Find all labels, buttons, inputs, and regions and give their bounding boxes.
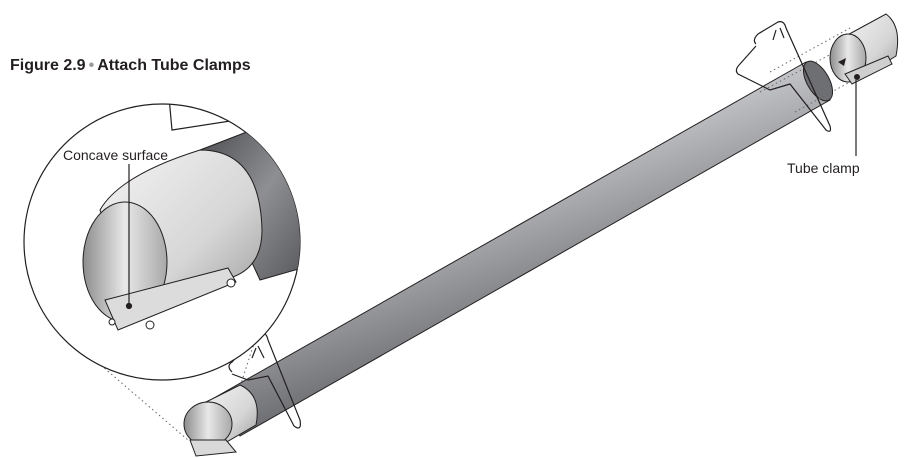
title-separator: • [88, 57, 95, 74]
figure-caption: Attach Tube Clamps [97, 57, 251, 74]
callout-leaders [125, 80, 857, 310]
tube-clamp-top-right [829, 13, 899, 85]
wire-clip-top-right [735, 21, 832, 132]
magnified-detail-circle [23, 103, 301, 381]
concave-surface-label: Concave surface [63, 147, 169, 163]
figure-title: Figure 2.9•Attach Tube Clamps [10, 57, 251, 75]
figure-number: Figure 2.9 [10, 57, 86, 74]
wire-clip-bottom-left [228, 332, 301, 429]
main-tube [213, 60, 834, 437]
tube-clamp-label: Tube clamp [787, 160, 860, 176]
tube-clamp-bottom-left [183, 384, 258, 457]
